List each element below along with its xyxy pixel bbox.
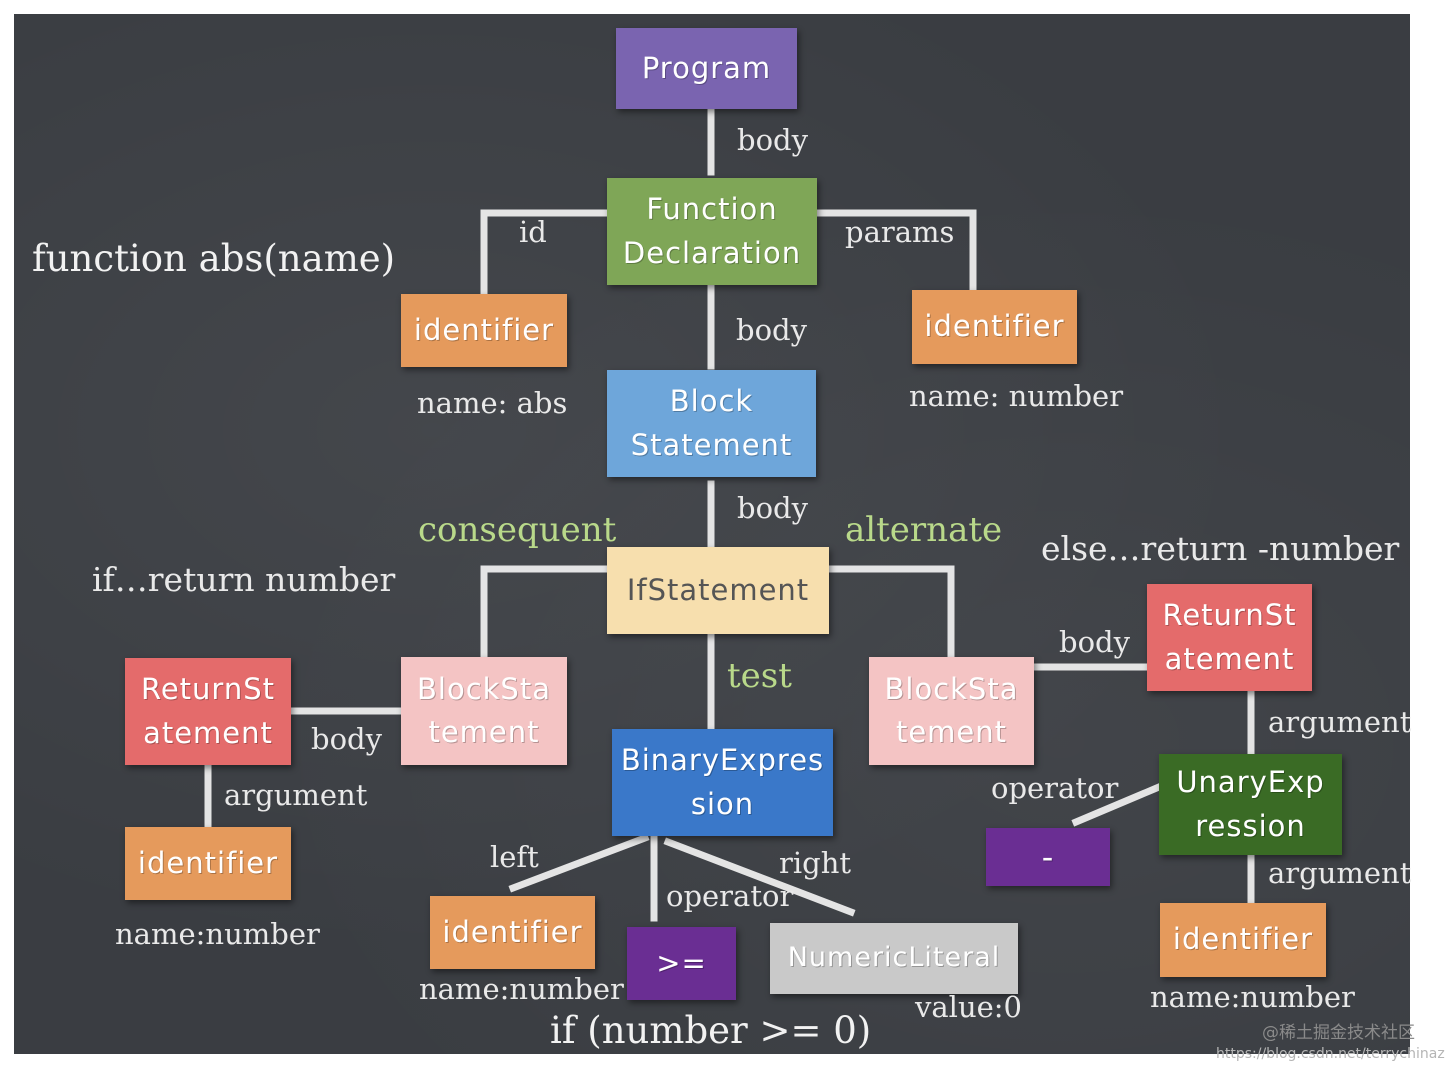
edge-fn-id [480, 209, 611, 298]
edge-label-right-return-argument: argument [1268, 705, 1412, 739]
watermark-url: https://blog.csdn.net/terrychinaz [1216, 1046, 1445, 1062]
node-identifier-binary-left: identifier [430, 896, 595, 969]
code-else-return: else…return -number [1041, 529, 1400, 568]
code-if-return: if…return number [92, 560, 396, 599]
node-identifier-param: identifier [912, 290, 1077, 364]
value-name-number-left-return: name:number [115, 917, 320, 951]
edge-fn-params [813, 209, 977, 294]
node-return-statement-left: ReturnSt atement [125, 658, 291, 765]
node-return-statement-right: ReturnSt atement [1147, 584, 1312, 691]
node-if-statement: IfStatement [607, 547, 829, 634]
node-identifier-return-left: identifier [125, 827, 291, 900]
edge-label-fn-params: params [845, 215, 955, 249]
node-function-declaration: Function Declaration [607, 178, 817, 285]
node-operator-gte: >= [627, 927, 736, 1000]
code-condition: if (number >= 0) [550, 1009, 872, 1052]
edge-consequent [480, 565, 611, 661]
edge-binary-left [508, 833, 650, 893]
edge-label-fn-id: id [519, 215, 547, 249]
edge-alternate [825, 565, 955, 661]
node-block-statement-right: BlockSta tement [869, 657, 1034, 765]
value-name-number-binary-left: name:number [419, 972, 624, 1006]
edge-label-binary-left: left [490, 840, 539, 874]
value-name-abs: name: abs [417, 386, 568, 420]
edge-label-unary-argument: argument [1268, 856, 1412, 890]
node-numeric-literal: NumericLiteral [770, 923, 1018, 994]
edge-label-block-body: body [737, 491, 808, 525]
node-identifier-unary: identifier [1160, 903, 1326, 977]
edge-label-right-block-body: body [1059, 625, 1130, 659]
edge-label-consequent: consequent [418, 510, 617, 550]
value-name-number-param: name: number [909, 379, 1124, 413]
node-block-statement: Block Statement [607, 370, 816, 477]
edge-binary-right [663, 837, 856, 917]
edge-label-unary-operator: operator [991, 771, 1119, 805]
node-binary-expression: BinaryExpres sion [612, 729, 833, 836]
node-block-statement-left: BlockSta tement [401, 657, 567, 765]
edge-unary-operator [1071, 782, 1164, 827]
code-function-signature: function abs(name) [32, 237, 396, 280]
edge-label-alternate: alternate [845, 510, 1003, 550]
node-unary-expression: UnaryExp ression [1159, 754, 1342, 855]
value-zero: value:0 [915, 990, 1023, 1024]
node-operator-minus: - [986, 828, 1110, 886]
watermark-site: @稀土掘金技术社区 [1262, 1023, 1415, 1043]
edge-label-fn-body: body [736, 313, 807, 347]
edge-label-left-block-body: body [311, 722, 382, 756]
node-program: Program [616, 28, 797, 109]
node-identifier-abs: identifier [401, 294, 567, 367]
edge-label-left-return-argument: argument [224, 778, 368, 812]
edge-label-binary-right: right [779, 846, 852, 880]
edge-label-program-body: body [737, 123, 808, 157]
edge-label-test: test [727, 656, 792, 696]
edge-label-binary-operator: operator [666, 879, 794, 913]
value-name-number-unary: name:number [1150, 980, 1355, 1014]
